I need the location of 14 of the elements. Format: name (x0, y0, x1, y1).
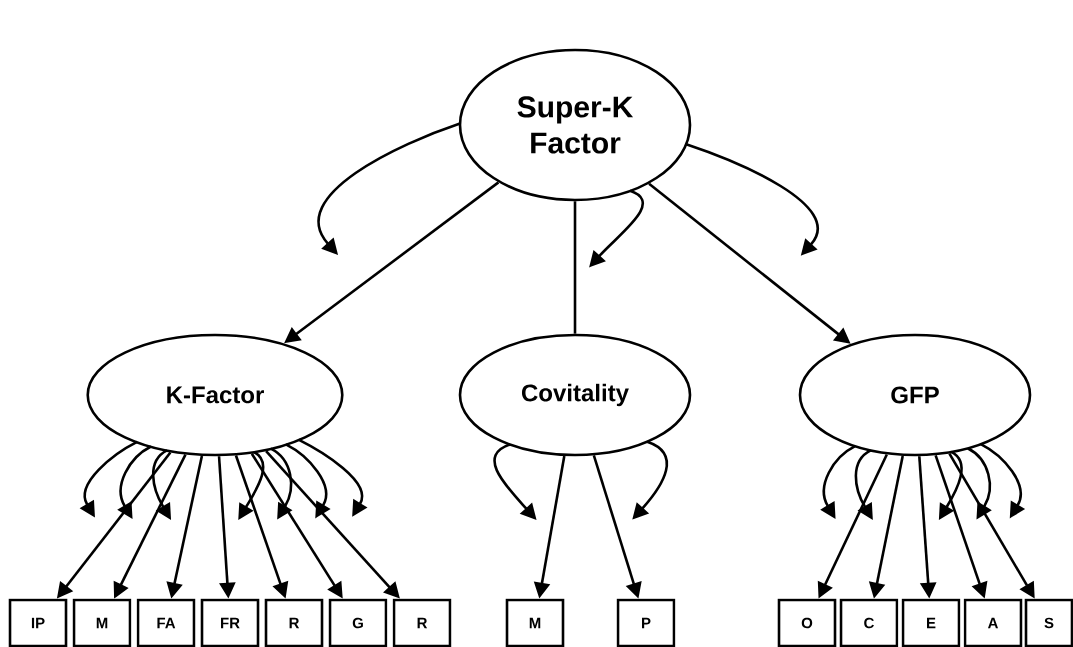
indicator-box: A (963, 598, 1023, 647)
indicator-box: R (392, 598, 452, 647)
indicator-box: C (839, 598, 899, 647)
indicator-box: M (72, 598, 132, 647)
indicator-box: S (1024, 598, 1073, 647)
indicator-box: M (505, 598, 565, 647)
indicator-box: IP (8, 598, 68, 647)
indicator-box: G (328, 598, 388, 647)
indicator-box: O (777, 598, 837, 647)
indicator-box: FR (200, 598, 260, 647)
indicator-box: FA (136, 598, 196, 647)
indicator-box: E (901, 598, 961, 647)
indicator-box: R (264, 598, 324, 647)
indicator-box: P (616, 598, 676, 647)
